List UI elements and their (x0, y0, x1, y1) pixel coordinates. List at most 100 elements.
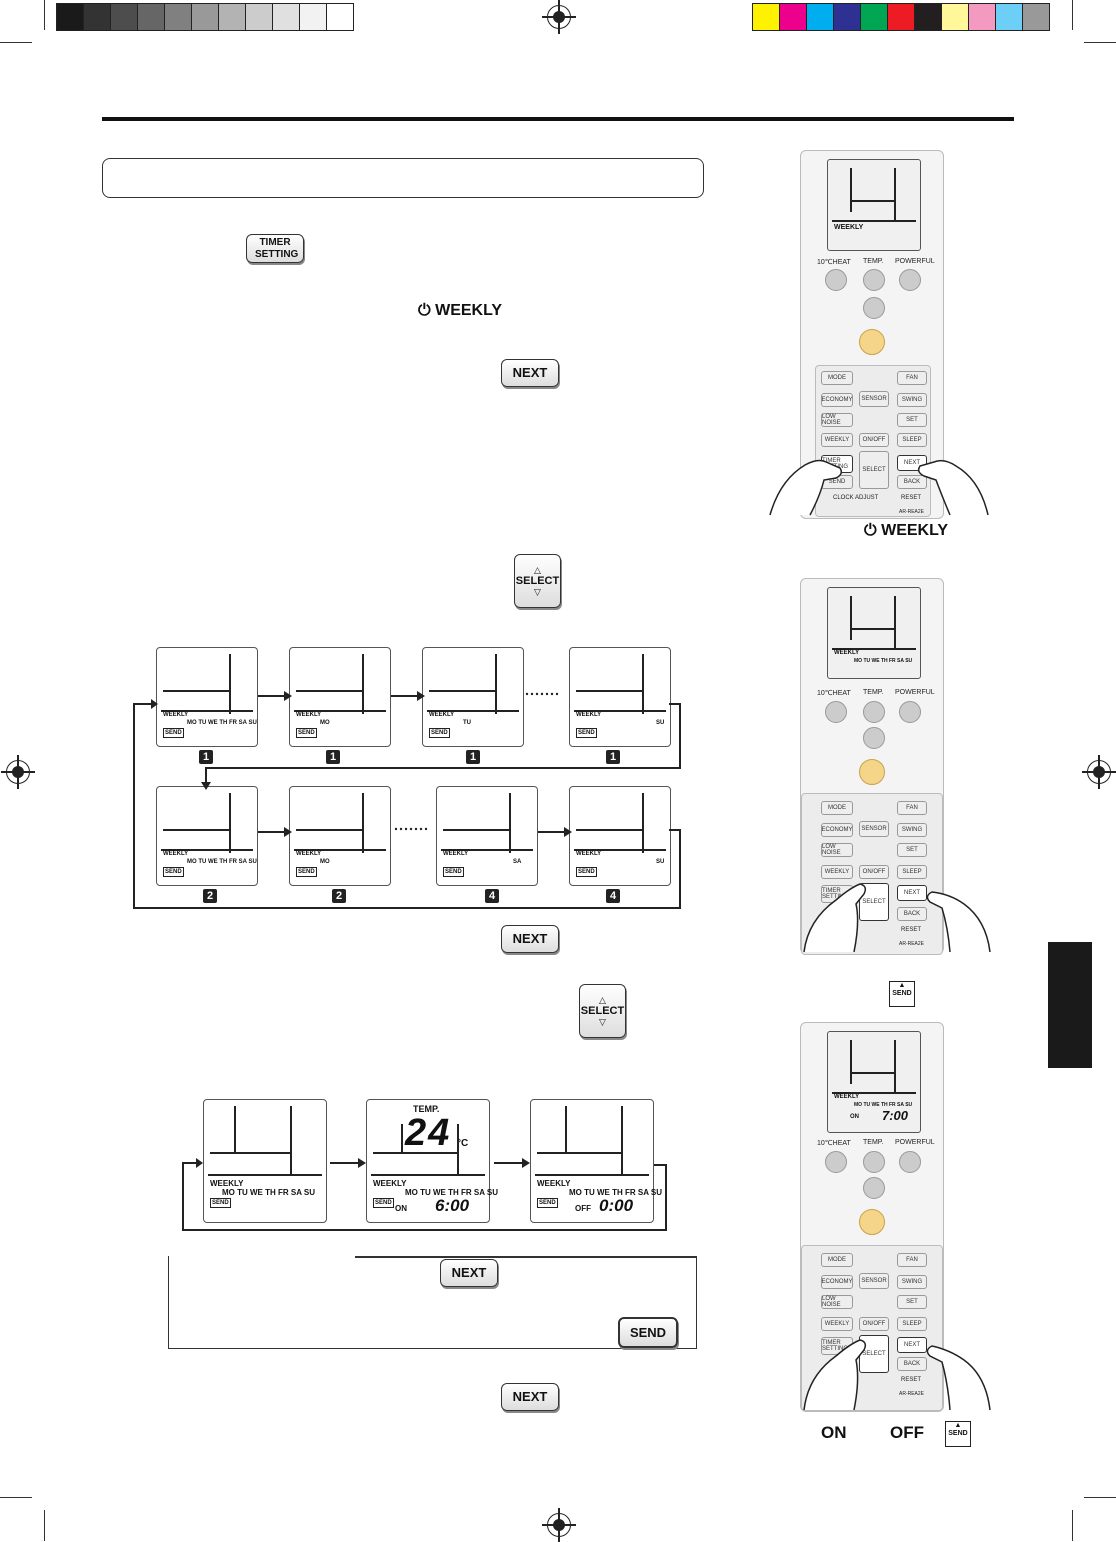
remote-heat-label: 10℃HEAT (817, 1140, 851, 1147)
remote-reset-label: RESET (901, 1377, 922, 1383)
send-key-label: SEND (629, 1324, 667, 1340)
program-number: 1 (326, 750, 340, 764)
calibration-swatch (273, 4, 300, 30)
remote-powerful-label: POWERFUL (895, 258, 935, 265)
calibration-swatch (84, 4, 111, 30)
lcd-temp-unit: °C (457, 1138, 469, 1149)
remote-mode-button: MODE (821, 371, 853, 385)
next-key-label: NEXT (512, 365, 548, 380)
lcd-weekly-all-days-2: WEEKLY MO TU WE TH FR SA SU SEND (156, 786, 258, 886)
remote-lcd-days: MO TU WE TH FR SA SU (854, 1102, 913, 1108)
registration-mark-top (542, 0, 576, 34)
send-icon: SEND (373, 1198, 394, 1208)
remote-low-noise-button: LOW NOISE (821, 1295, 853, 1309)
remote-heat-label: 10℃HEAT (817, 259, 851, 266)
remote-lcd-time: 7:00 (882, 1108, 909, 1123)
next-key-label: NEXT (512, 931, 548, 946)
lcd-weekly-text: WEEKLY (373, 1179, 407, 1188)
lcd-temp-label: TEMP. (413, 1104, 440, 1114)
calibration-swatch (753, 4, 780, 30)
powerful-button (899, 269, 921, 291)
lcd-day: SU (656, 720, 665, 726)
lcd-day: SU (656, 859, 665, 865)
remote-set-button: SET (897, 843, 927, 857)
remote-back-button: BACK (897, 907, 927, 921)
lcd-weekly-text: WEEKLY (163, 851, 189, 857)
heat-button (825, 701, 847, 723)
registration-mark-bottom (542, 1508, 576, 1542)
calibration-swatch (915, 4, 942, 30)
calibration-swatch (57, 4, 84, 30)
hand-pressing-icon (803, 1339, 991, 1411)
powerful-button (899, 701, 921, 723)
send-icon: SEND (296, 728, 317, 738)
lcd-days: MO TU WE TH FR SA SU (187, 859, 257, 865)
remote-economy-button: ECONOMY (821, 823, 853, 837)
remote-model-label: AR-REA2E (899, 509, 925, 515)
calibration-swatch (888, 4, 915, 30)
send-icon: SEND (163, 867, 184, 877)
remote-sensor-button: SENSOR (859, 391, 889, 407)
remote-model-label: AR-REA2E (899, 1391, 925, 1397)
remote-fan-button: FAN (897, 371, 927, 385)
remote-lcd-weekly: WEEKLY (834, 650, 860, 656)
heat-button (825, 269, 847, 291)
select-key: △ SELECT ▽ (514, 554, 561, 608)
remote-economy-button: ECONOMY (821, 1275, 853, 1289)
next-key-label: NEXT (451, 1265, 487, 1280)
remote-lcd: WEEKLY MO TU WE TH FR SA SU ON 7:00 (827, 1031, 921, 1133)
remote-temp-label: TEMP. (863, 689, 884, 696)
temp-down-button (863, 297, 885, 319)
send-icon: SEND (576, 867, 597, 877)
lcd-days: MO TU WE TH FR SA SU (187, 720, 257, 726)
remote-sleep-button: SLEEP (897, 1317, 927, 1331)
lcd-weekly-text: WEEKLY (576, 851, 602, 857)
remote-mode-button: MODE (821, 1253, 853, 1267)
heat-button (825, 1151, 847, 1173)
calibration-swatch (969, 4, 996, 30)
on-caption: ON (821, 1423, 847, 1442)
temp-up-button (863, 701, 885, 723)
remote-lcd-weekly: WEEKLY (834, 1094, 860, 1100)
remote-next-button: NEXT (897, 1337, 927, 1353)
calibration-swatch (327, 4, 353, 30)
send-caption-label: SEND (948, 1430, 968, 1437)
lcd-weekly-su-1: WEEKLY SU SEND (569, 647, 671, 747)
crop-mark (1072, 1510, 1073, 1541)
send-caption-icon: ▲SEND (889, 981, 915, 1007)
registration-mark-right (1082, 755, 1116, 789)
weekly-caption: ⏻ WEEKLY (864, 522, 949, 539)
calibration-swatch (942, 4, 969, 30)
send-icon: SEND (576, 728, 597, 738)
program-number: 1 (199, 750, 213, 764)
send-caption-icon: ▲SEND (945, 1421, 971, 1447)
lcd-weekly-text: WEEKLY (210, 1179, 244, 1188)
remote-onoff-button: ON/OFF (859, 865, 889, 879)
calibration-swatch (192, 4, 219, 30)
remote-lcd-on: ON (850, 1114, 859, 1120)
note-box (168, 1256, 697, 1349)
lcd-weekly-text: WEEKLY (576, 712, 602, 718)
registration-mark-left (1, 755, 35, 789)
calibration-swatch (807, 4, 834, 30)
lcd-weekly-text: WEEKLY (296, 712, 322, 718)
next-key: NEXT (440, 1259, 498, 1287)
lcd-weekly-text: WEEKLY (296, 851, 322, 857)
lcd-day: MO (320, 859, 330, 865)
weekly-label: ⏻ WEEKLY (418, 302, 503, 319)
crop-mark (44, 1510, 45, 1541)
temp-down-button (863, 727, 885, 749)
hand-pressing-icon (769, 459, 989, 516)
remote-lcd: WEEKLY (827, 159, 921, 251)
remote-back-button: BACK (897, 1357, 927, 1371)
calibration-swatch (111, 4, 138, 30)
remote-low-noise-button: LOW NOISE (821, 843, 853, 857)
remote-set-button: SET (897, 413, 927, 427)
remote-fan-button: FAN (897, 801, 927, 815)
remote-swing-button: SWING (897, 823, 927, 837)
remote-reset-label: RESET (901, 927, 922, 933)
calibration-swatch (300, 4, 327, 30)
program-number: 2 (203, 889, 217, 903)
remote-next-button: NEXT (897, 885, 927, 901)
note-box-top-border (355, 1256, 696, 1258)
